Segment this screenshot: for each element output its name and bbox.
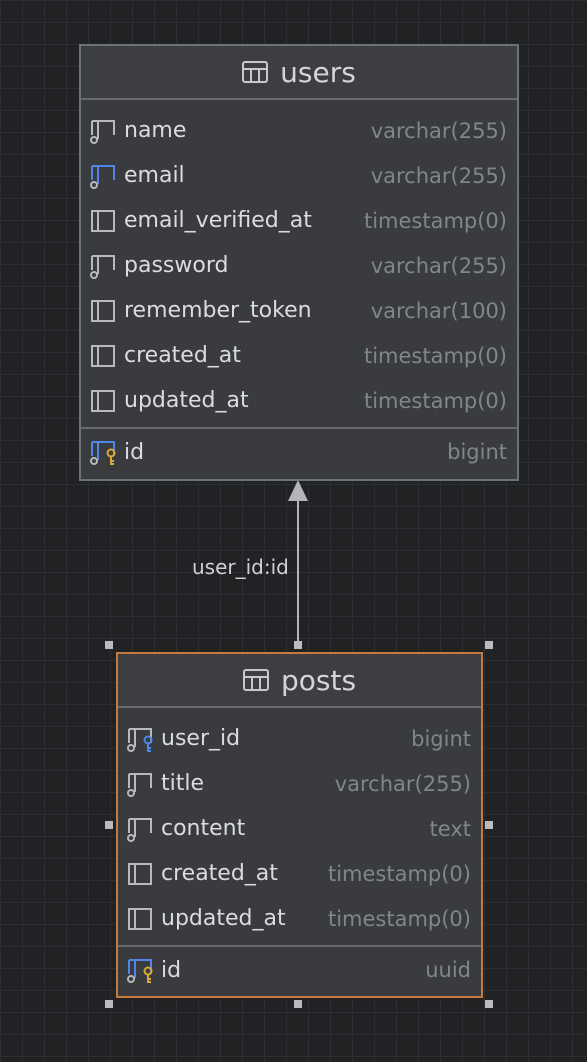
column-type: varchar(100) (370, 298, 507, 323)
column-type: text (429, 816, 471, 841)
column-row[interactable]: created_at timestamp(0) (81, 333, 517, 378)
column-type: timestamp(0) (327, 861, 471, 886)
column-icon (91, 209, 115, 232)
table-header: posts (118, 654, 481, 708)
resize-handle[interactable] (105, 641, 113, 649)
column-type: bigint (447, 440, 507, 464)
column-name: remember_token (124, 298, 312, 323)
column-row[interactable]: updated_at timestamp(0) (118, 896, 481, 941)
column-type: bigint (411, 726, 471, 751)
column-icon (128, 907, 152, 930)
column-row[interactable]: remember_token varchar(100) (81, 288, 517, 333)
not-null-column-icon (127, 772, 152, 797)
column-type: timestamp(0) (327, 906, 471, 931)
resize-handle[interactable] (485, 821, 493, 829)
column-row[interactable]: name varchar(255) (81, 108, 517, 153)
resize-handle[interactable] (485, 1000, 493, 1008)
column-row[interactable]: content text (118, 806, 481, 851)
table-header: users (81, 46, 517, 100)
column-row[interactable]: email_verified_at timestamp(0) (81, 198, 517, 243)
unique-column-icon (90, 164, 115, 189)
primary-key-icon (127, 959, 153, 983)
column-name: created_at (124, 343, 241, 368)
column-name: updated_at (161, 906, 286, 931)
column-icon (91, 344, 115, 367)
column-type: varchar(255) (334, 771, 471, 796)
column-type: uuid (425, 958, 471, 982)
column-name: updated_at (124, 388, 249, 413)
resize-handle[interactable] (105, 821, 113, 829)
resize-handle[interactable] (294, 1000, 302, 1008)
not-null-column-icon (90, 119, 115, 144)
column-row[interactable]: created_at timestamp(0) (118, 851, 481, 896)
column-row[interactable]: updated_at timestamp(0) (81, 378, 517, 423)
column-name: email (124, 163, 185, 188)
column-row[interactable]: title varchar(255) (118, 761, 481, 806)
not-null-column-icon (127, 817, 152, 842)
column-name: title (161, 771, 205, 796)
column-type: varchar(255) (370, 253, 507, 278)
column-type: timestamp(0) (363, 343, 507, 368)
column-icon (91, 389, 115, 412)
column-name: password (124, 253, 229, 278)
table-icon (242, 61, 269, 83)
primary-key-row[interactable]: id uuid (118, 947, 481, 993)
column-name: user_id (161, 726, 241, 751)
column-name: email_verified_at (124, 208, 312, 233)
column-name: id (124, 439, 145, 465)
column-name: name (124, 118, 187, 143)
column-icon (128, 862, 152, 885)
column-row[interactable]: email varchar(255) (81, 153, 517, 198)
column-row[interactable]: user_id bigint (118, 716, 481, 761)
column-name: created_at (161, 861, 278, 886)
column-type: timestamp(0) (363, 388, 507, 413)
column-type: varchar(255) (370, 118, 507, 143)
resize-handle[interactable] (105, 1000, 113, 1008)
column-type: varchar(255) (370, 163, 507, 188)
table-title: users (280, 55, 356, 89)
relation-label: user_id:id (192, 555, 289, 579)
table-icon (242, 669, 269, 691)
table-title: posts (280, 663, 357, 697)
primary-key-row[interactable]: id bigint (81, 429, 517, 475)
not-null-column-icon (90, 254, 115, 279)
posts-table[interactable]: posts user_id bigint title varchar(255) cont… (116, 652, 483, 998)
foreign-key-icon (127, 727, 153, 752)
resize-handle[interactable] (485, 641, 493, 649)
column-type: timestamp(0) (363, 208, 507, 233)
resize-handle[interactable] (294, 641, 302, 649)
primary-key-icon (90, 441, 116, 465)
column-name: content (161, 816, 246, 841)
column-icon (91, 299, 115, 322)
column-name: id (161, 957, 182, 983)
arrow-head-icon (288, 480, 308, 501)
column-row[interactable]: password varchar(255) (81, 243, 517, 288)
